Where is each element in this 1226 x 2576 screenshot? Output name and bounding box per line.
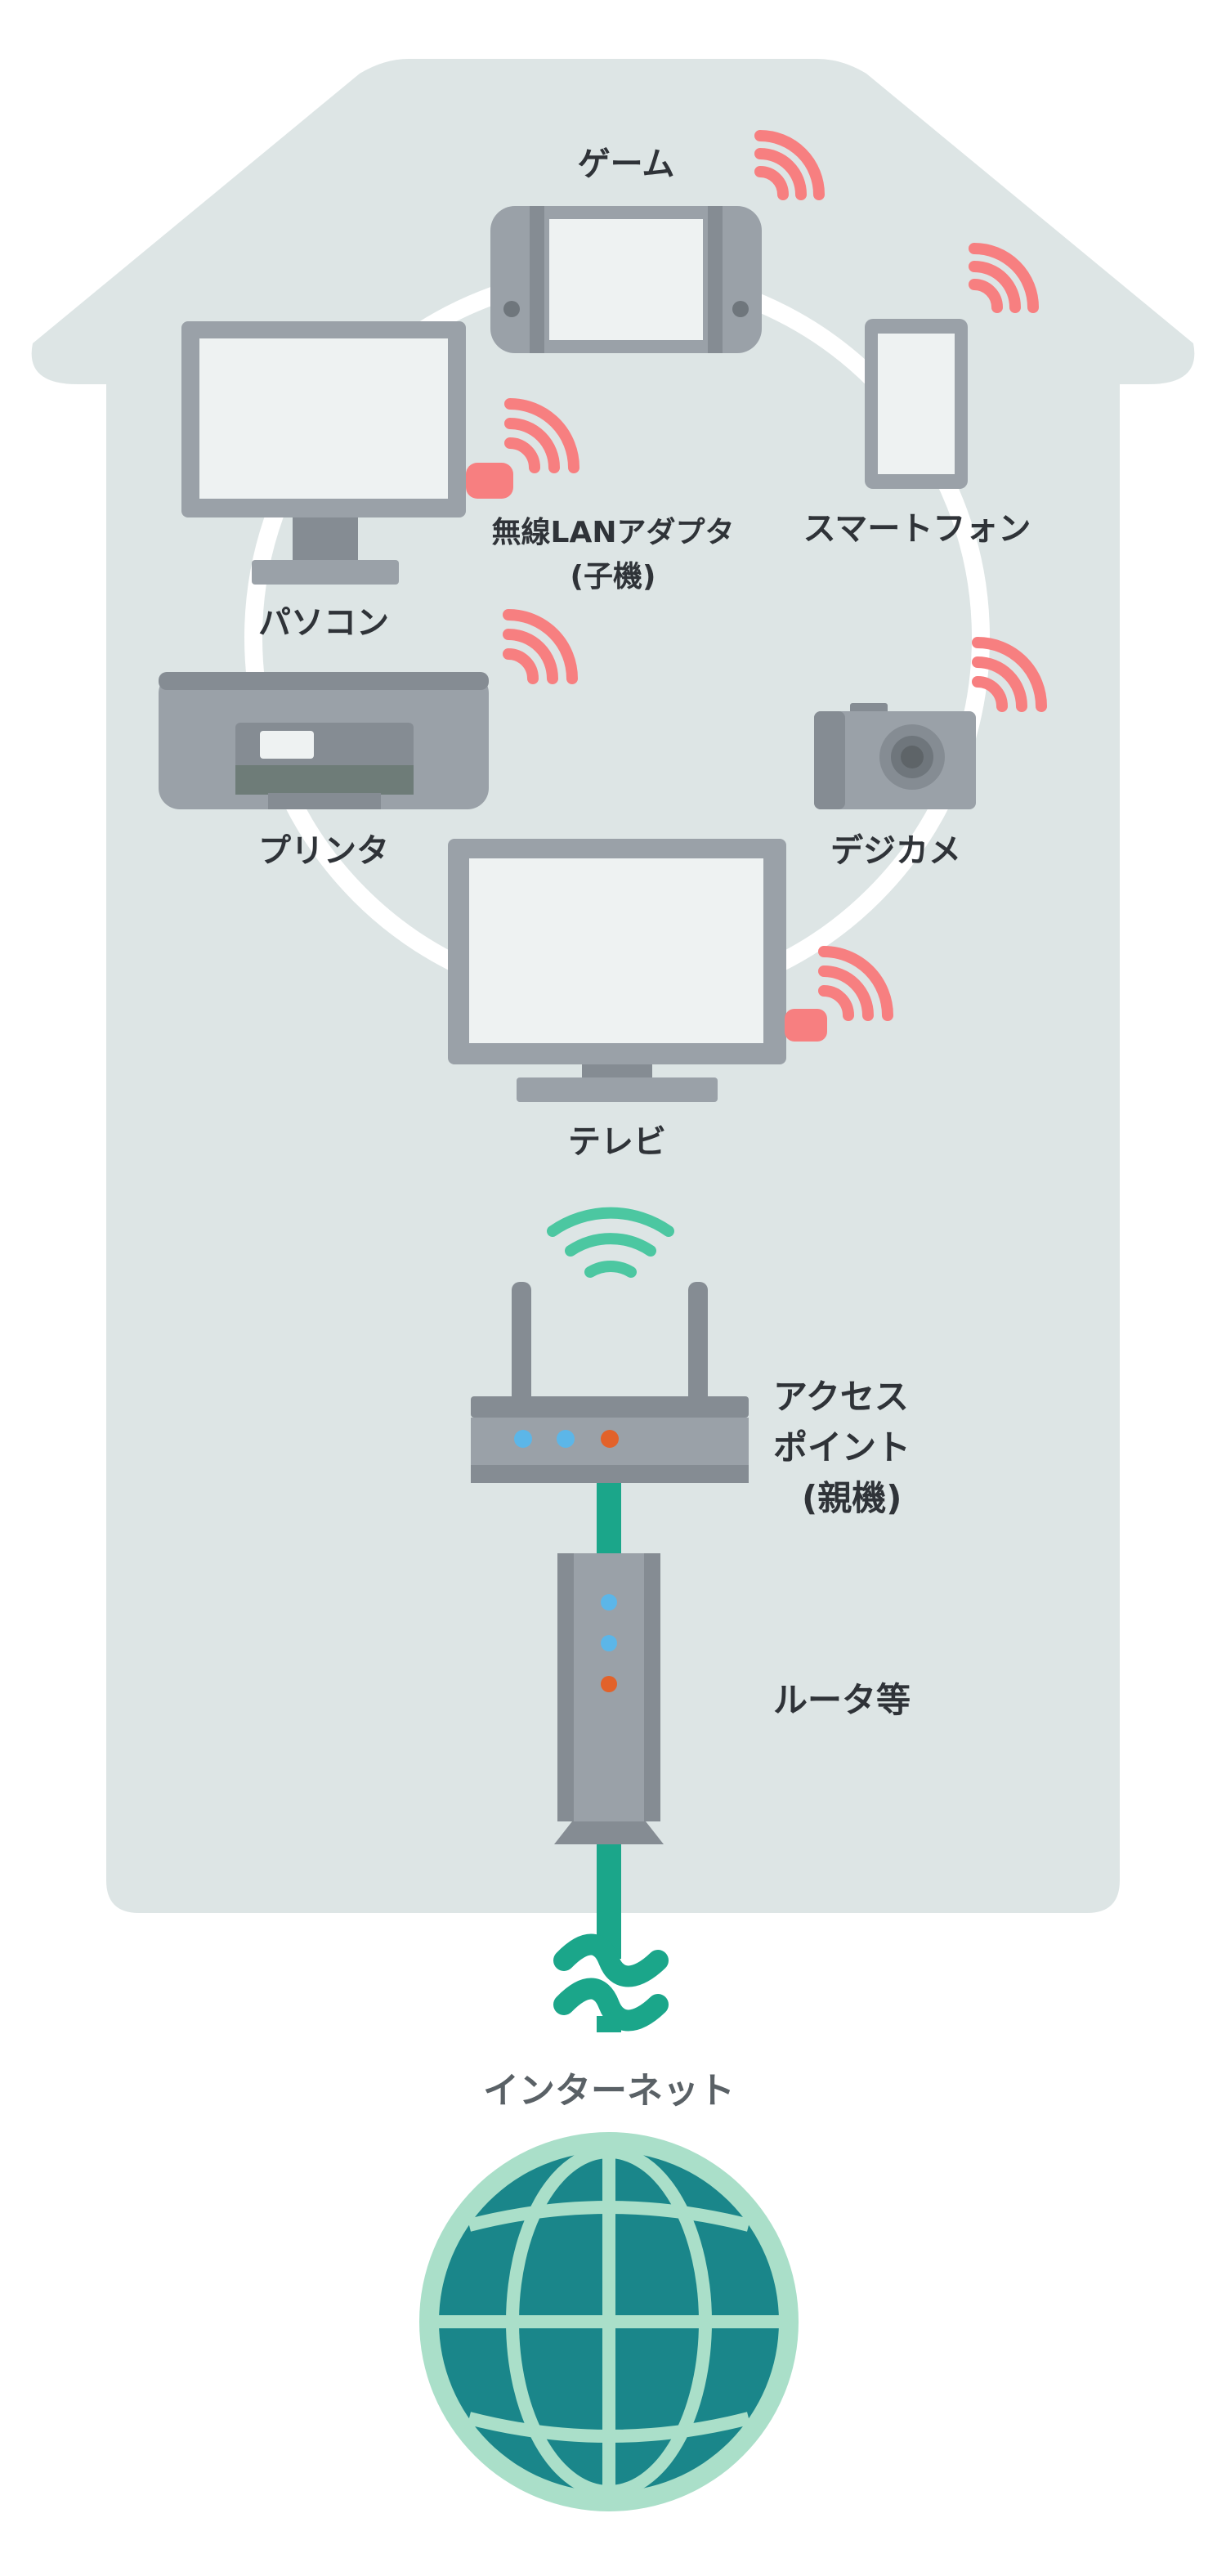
router-label: ルータ等 (773, 1680, 911, 1720)
internet-label: インターネット (483, 2070, 735, 2112)
access-point-label-line3: (親機) (802, 1478, 902, 1518)
access-point-label-line2: ポイント (773, 1427, 911, 1467)
smartphone-icon (865, 319, 968, 489)
camera-icon (814, 703, 976, 809)
access-point-label-line1: アクセス (773, 1377, 909, 1417)
wan-cable-end (597, 2016, 621, 2032)
wifi-signal-icon (969, 243, 1039, 313)
game-console-icon (490, 206, 762, 353)
camera-label: デジカメ (830, 832, 961, 870)
wifi-signal-icon (818, 946, 893, 1021)
wifi-signal-icon (754, 130, 825, 200)
lan-cable (597, 1483, 621, 1558)
router-icon (554, 1553, 664, 1844)
printer-label: プリンタ (258, 832, 389, 870)
wifi-signal-icon (503, 609, 578, 684)
pc-label: パソコン (258, 604, 389, 642)
tv-label: テレビ (568, 1123, 666, 1161)
globe-icon (419, 2132, 799, 2511)
pc-icon (181, 321, 466, 585)
wireless-adapter-icon (466, 463, 513, 499)
wifi-signal-icon (504, 398, 579, 473)
cable-break-icon (553, 1933, 669, 2032)
wifi-signal-icon (972, 637, 1047, 712)
smartphone-label: スマートフォン (803, 510, 1031, 548)
wifi-signal-icon (547, 1207, 674, 1278)
adapter-label-line1: 無線LANアダプタ (492, 516, 735, 549)
tv-icon (448, 839, 786, 1102)
wireless-adapter-icon (785, 1009, 827, 1042)
access-point-icon (471, 1282, 749, 1483)
adapter-label-line2: (子機) (570, 560, 656, 594)
game-label: ゲーム (578, 146, 675, 183)
printer-icon (159, 672, 489, 809)
